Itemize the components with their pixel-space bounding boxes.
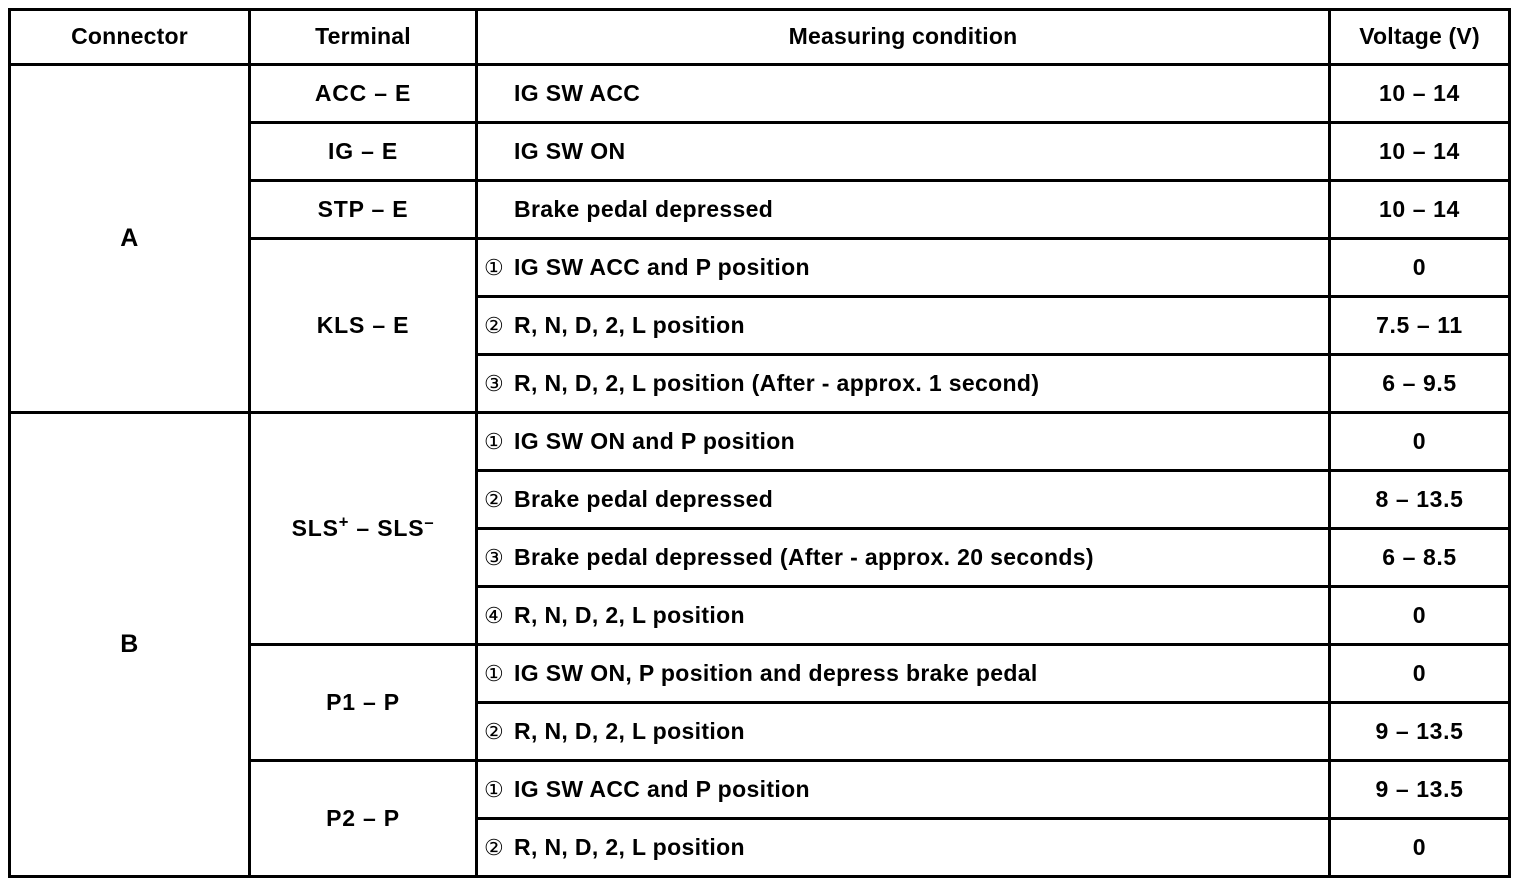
terminal-p2-p: P2 – P (248, 759, 478, 878)
voltage-cell: 8 – 13.5 (1328, 469, 1511, 530)
condition-marker: ① (484, 660, 505, 686)
terminal-ig-e: IG – E (248, 121, 478, 182)
condition-cell: ② Brake pedal depressed (475, 469, 1331, 530)
condition-cell: Brake pedal depressed (475, 179, 1331, 240)
condition-text: IG SW ACC and P position (514, 775, 810, 802)
table-header: Connector Terminal Measuring condition V… (8, 8, 1511, 66)
condition-cell: ② R, N, D, 2, L position (475, 295, 1331, 356)
condition-text: IG SW ON, P position and depress brake p… (514, 659, 1038, 686)
terminal-label-sup-minus: – (424, 512, 435, 532)
column-header-terminal: Terminal (248, 8, 478, 66)
terminal-label-part1: SLS (291, 514, 339, 541)
condition-text: R, N, D, 2, L position (514, 717, 745, 744)
voltage-cell: 6 – 8.5 (1328, 527, 1511, 588)
condition-cell: IG SW ACC (475, 63, 1331, 124)
voltage-cell: 9 – 13.5 (1328, 701, 1511, 762)
condition-cell: ② R, N, D, 2, L position (475, 817, 1331, 878)
table-row: A ACC – E IG SW ACC 10 – 14 (8, 63, 1511, 414)
voltage-cell: 10 – 14 (1328, 121, 1511, 182)
condition-text: R, N, D, 2, L position (514, 833, 745, 860)
condition-text: R, N, D, 2, L position (514, 311, 745, 338)
voltage-cell: 7.5 – 11 (1328, 295, 1511, 356)
table-row: ② Brake pedal depressed 8 – 13.5 (10, 469, 1511, 530)
terminal-label-part2: – SLS (349, 514, 425, 541)
voltage-spec-table: Connector Terminal Measuring condition V… (8, 8, 1511, 878)
condition-cell: ② R, N, D, 2, L position (475, 701, 1331, 762)
table-row: B SLS+ – SLS– ① IG SW ON and P position 0 (8, 411, 1511, 878)
terminal-p1-p: P1 – P (248, 643, 478, 762)
condition-marker: ② (484, 718, 505, 744)
condition-text: Brake pedal depressed (514, 485, 774, 512)
condition-marker: ③ (484, 370, 505, 396)
condition-marker: ① (484, 428, 505, 454)
column-header-measuring-condition: Measuring condition (475, 8, 1331, 66)
table-row: ③ R, N, D, 2, L position (After - approx.… (10, 353, 1511, 414)
terminal-label-sup-plus: + (338, 512, 350, 532)
column-header-voltage: Voltage (V) (1328, 8, 1511, 66)
header-row: Connector Terminal Measuring condition V… (8, 8, 1511, 66)
table-row: IG – E IG SW ON 10 – 14 (10, 121, 1511, 182)
condition-text: IG SW ACC and P position (514, 253, 810, 280)
table-row: ② R, N, D, 2, L position 7.5 – 11 (10, 295, 1511, 356)
table-row: KLS – E ① IG SW ACC and P position 0 (10, 237, 1511, 414)
table-row: ④ R, N, D, 2, L position 0 (10, 585, 1511, 646)
voltage-cell: 0 (1328, 237, 1511, 298)
condition-cell: ④ R, N, D, 2, L position (475, 585, 1331, 646)
terminal-stp-e: STP – E (248, 179, 478, 240)
table-row: STP – E Brake pedal depressed 10 – 14 (10, 179, 1511, 240)
condition-cell: IG SW ON (475, 121, 1331, 182)
terminal-kls-e: KLS – E (248, 237, 478, 414)
condition-text: Brake pedal depressed (514, 195, 774, 222)
condition-cell: ① IG SW ACC and P position (475, 759, 1331, 820)
condition-cell: ① IG SW ON and P position (475, 411, 1331, 472)
condition-marker: ① (484, 254, 505, 280)
voltage-cell: 6 – 9.5 (1328, 353, 1511, 414)
condition-marker: ① (484, 776, 505, 802)
document-page: Connector Terminal Measuring condition V… (8, 8, 1511, 878)
column-header-connector: Connector (8, 8, 251, 66)
condition-text: IG SW ACC (514, 79, 641, 106)
voltage-cell: 0 (1328, 585, 1511, 646)
condition-marker: ② (484, 834, 505, 860)
voltage-cell: 10 – 14 (1328, 63, 1511, 124)
voltage-cell: 0 (1328, 411, 1511, 472)
voltage-cell: 10 – 14 (1328, 179, 1511, 240)
condition-cell: ① IG SW ON, P position and depress brake … (475, 643, 1331, 704)
table-row: ② R, N, D, 2, L position 9 – 13.5 (10, 701, 1511, 762)
table-row: ③ Brake pedal depressed (After - approx. … (10, 527, 1511, 588)
condition-text: IG SW ON (514, 137, 626, 164)
condition-marker: ② (484, 486, 505, 512)
voltage-cell: 0 (1328, 643, 1511, 704)
condition-cell: ③ R, N, D, 2, L position (After - approx.… (475, 353, 1331, 414)
connector-group-a: A (8, 63, 251, 414)
condition-marker: ③ (484, 544, 505, 570)
condition-cell: ① IG SW ACC and P position (475, 237, 1331, 298)
condition-cell: ③ Brake pedal depressed (After - approx. … (475, 527, 1331, 588)
table-body: A ACC – E IG SW ACC 10 – 14 IG – E IG SW… (8, 63, 1511, 878)
voltage-cell: 9 – 13.5 (1328, 759, 1511, 820)
condition-text: IG SW ON and P position (514, 427, 796, 454)
connector-group-b: B (8, 411, 251, 878)
condition-marker: ④ (484, 602, 505, 628)
table-row: P1 – P ① IG SW ON, P position and depress… (10, 643, 1511, 762)
terminal-sls-plus-sls-minus: SLS+ – SLS– (248, 411, 478, 646)
terminal-acc-e: ACC – E (248, 63, 478, 124)
voltage-cell: 0 (1328, 817, 1511, 878)
condition-text: Brake pedal depressed (After - approx. 2… (514, 543, 1094, 570)
condition-marker: ② (484, 312, 505, 338)
condition-text: R, N, D, 2, L position (514, 601, 745, 628)
condition-text: R, N, D, 2, L position (After - approx. … (514, 369, 1040, 396)
